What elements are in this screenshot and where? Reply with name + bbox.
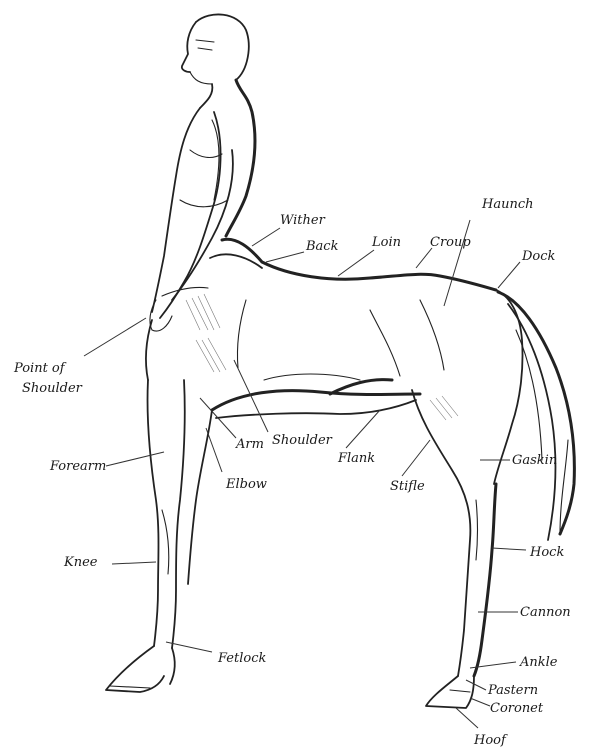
labels: Wither Back Loin Croup Haunch Dock Point… <box>13 197 571 747</box>
label-back: Back <box>305 239 339 254</box>
leader-lines <box>84 220 526 728</box>
label-loin: Loin <box>371 235 401 250</box>
label-point-of-shoulder-line1: Point of <box>13 361 67 376</box>
hind-legs <box>412 390 496 708</box>
label-coronet: Coronet <box>490 701 544 716</box>
label-ankle: Ankle <box>519 655 558 670</box>
label-stifle: Stifle <box>390 479 425 494</box>
label-hoof: Hoof <box>473 733 508 747</box>
label-fetlock: Fetlock <box>217 651 266 666</box>
label-hock: Hock <box>529 545 564 560</box>
label-croup: Croup <box>430 235 471 250</box>
human-figure <box>150 14 255 331</box>
horse-tail <box>498 292 574 540</box>
label-flank: Flank <box>337 451 375 466</box>
label-gaskin: Gaskin <box>512 453 557 468</box>
label-knee: Knee <box>63 555 98 570</box>
label-forearm: Forearm <box>49 459 106 474</box>
label-shoulder: Shoulder <box>272 433 333 448</box>
label-wither: Wither <box>280 213 326 228</box>
label-cannon: Cannon <box>520 605 571 620</box>
label-haunch: Haunch <box>481 197 534 212</box>
label-dock: Dock <box>521 249 556 264</box>
horse-body <box>146 239 523 484</box>
label-point-of-shoulder-line2: Shoulder <box>22 381 83 396</box>
front-legs <box>106 380 212 692</box>
label-elbow: Elbow <box>225 477 267 492</box>
label-arm: Arm <box>235 437 264 452</box>
label-pastern: Pastern <box>487 683 538 698</box>
